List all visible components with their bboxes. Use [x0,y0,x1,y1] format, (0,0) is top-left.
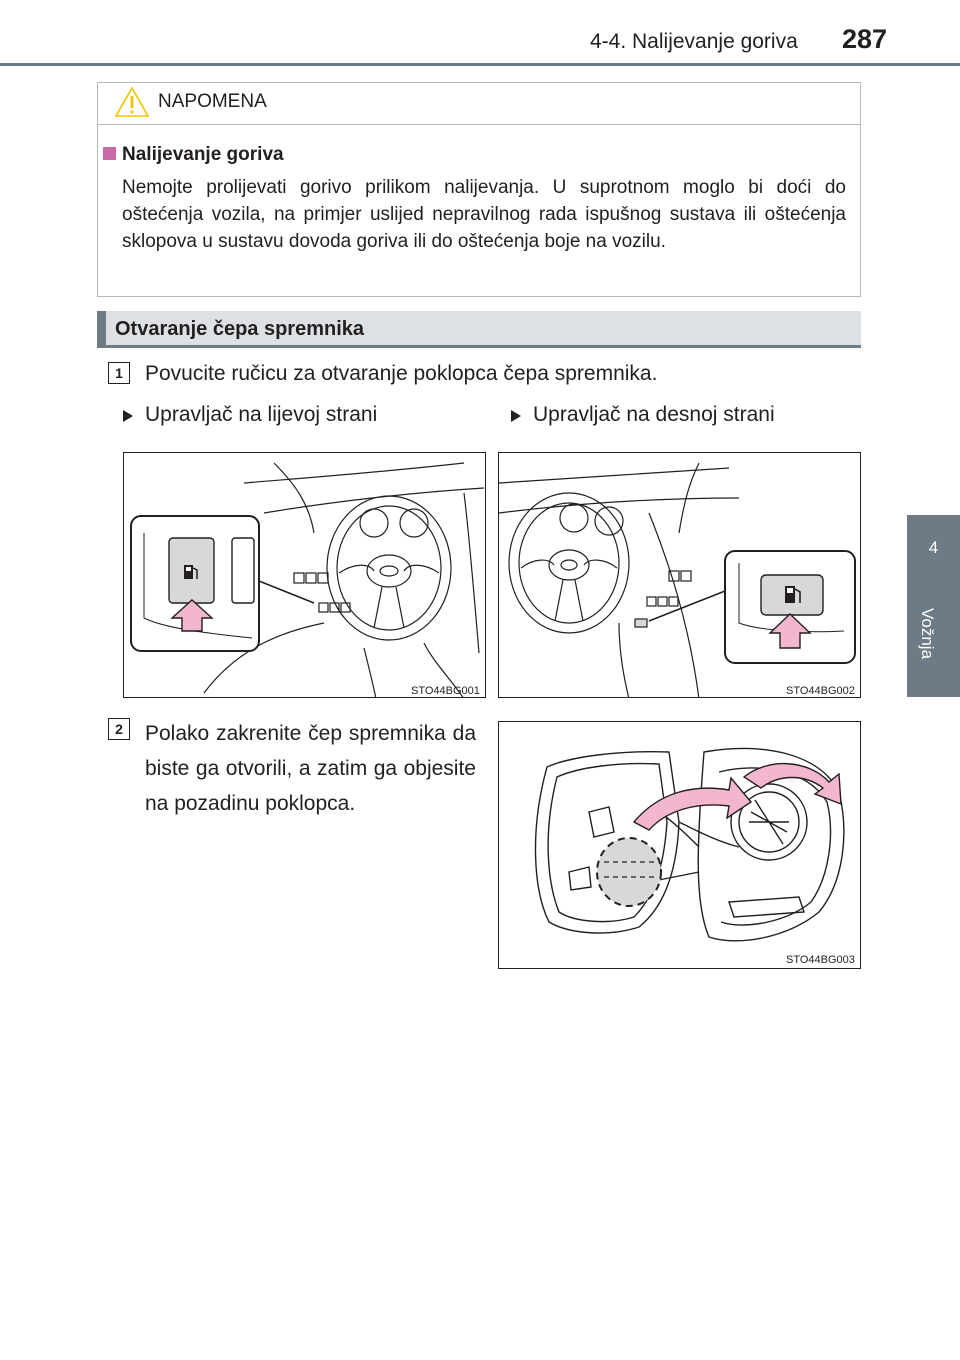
notice-title: NAPOMENA [158,91,267,112]
bullet-triangle-icon [123,410,133,422]
header-rule [0,63,960,66]
notice-subtitle: Nalijevanje goriva [122,144,284,165]
step-number-2: 2 [108,718,130,740]
arrow-up-icon [768,613,812,649]
fuel-pump-icon [785,586,801,603]
figure-right-hand-drive: STO44BG002 [498,452,861,698]
fuel-pump-icon [184,565,198,579]
section-heading-bar [97,311,861,348]
page-number: 287 [842,24,888,54]
dashboard-illustration [499,462,856,697]
notice-bullet [103,147,116,160]
warning-triangle-icon [114,86,150,117]
notice-divider [98,124,860,125]
step-2-text: Polako zakrenite čep spremnika da biste … [145,722,476,815]
chapter-number: 4 [928,538,939,557]
dashboard-illustration [130,462,485,697]
figure-code-2: STO44BG002 [786,685,855,697]
variant-label-left: Upravljač na lijevoj strani [145,403,378,426]
figure-code-3: STO44BG003 [786,954,855,966]
figure-code-1: STO44BG001 [411,685,480,697]
curved-arrow-icon [742,762,842,806]
chapter-tab [907,515,960,697]
bullet-triangle-icon [511,410,521,422]
variant-label-right: Upravljač na desnoj strani [533,403,775,426]
notice-body: Nemojte prolijevati gorivo prilikom nali… [122,177,846,252]
notice-box [97,82,861,297]
arrow-up-icon [170,599,214,632]
section-title: Otvaranje čepa spremnika [115,318,365,340]
section-heading-accent [97,311,106,348]
header-section-title: 4-4. Nalijevanje goriva [590,30,798,53]
step-number-1: 1 [108,362,130,384]
fuel-door-illustration [534,747,845,942]
figure-fuel-cap: STO44BG003 [498,721,861,969]
step-1-text: Povucite ručicu za otvaranje poklopca če… [145,362,658,385]
chapter-title: Vožnja [918,608,937,660]
curved-arrow-icon [632,776,753,831]
figure-left-hand-drive: STO44BG001 [123,452,486,698]
